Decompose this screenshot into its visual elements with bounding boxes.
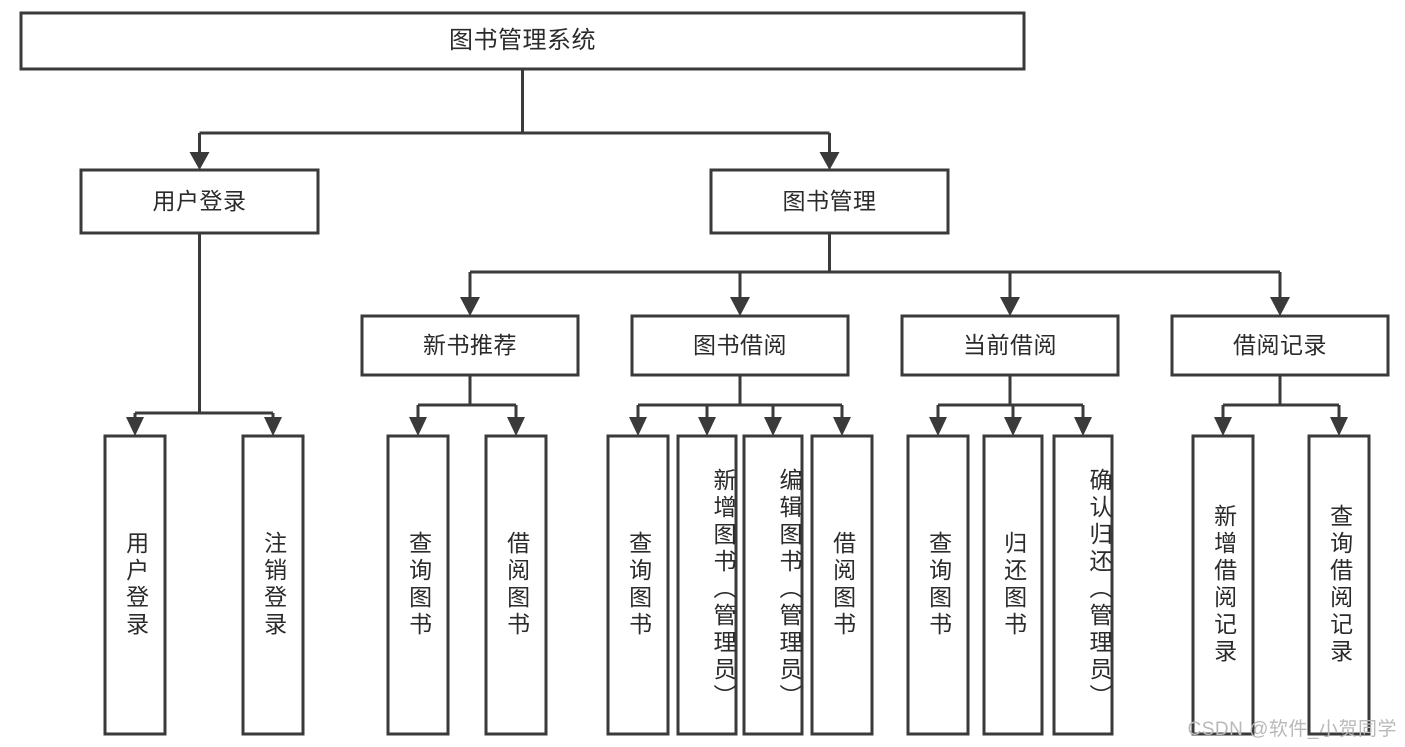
arrowhead-leaf-borrow-add-book bbox=[698, 417, 716, 436]
arrowhead-leaf-borrow-edit-book bbox=[764, 417, 782, 436]
connector-group-current-leaves bbox=[929, 375, 1092, 436]
node-box-leaf-record-add[interactable] bbox=[1191, 434, 1255, 736]
node-box-borrow-record[interactable] bbox=[1170, 314, 1390, 377]
node-box-leaf-rec-borrow-book[interactable] bbox=[484, 434, 548, 736]
arrowhead-leaf-user-logout bbox=[264, 417, 282, 436]
connector-group-book-management bbox=[460, 233, 1290, 316]
node-box-leaf-rec-query-book[interactable] bbox=[386, 434, 450, 736]
arrowhead-borrow-record bbox=[1270, 297, 1290, 316]
node-box-leaf-borrow-query-book[interactable] bbox=[606, 434, 670, 736]
node-box-current-borrow[interactable] bbox=[900, 314, 1120, 377]
arrowhead-leaf-current-query-book bbox=[929, 417, 947, 436]
connector-group-user-login-leaves bbox=[126, 233, 282, 436]
node-box-new-book-recommend[interactable] bbox=[360, 314, 580, 377]
node-box-leaf-borrow-add-book[interactable] bbox=[676, 434, 738, 736]
arrowhead-new-book-recommend bbox=[460, 297, 480, 316]
connector-group-recommend-leaves bbox=[409, 375, 525, 436]
connector-group-root bbox=[189, 69, 840, 170]
arrowhead-leaf-rec-borrow-book bbox=[507, 417, 525, 436]
arrowhead-current-borrow bbox=[1000, 297, 1020, 316]
node-box-book-management[interactable] bbox=[709, 168, 950, 235]
node-box-leaf-current-query-book[interactable] bbox=[906, 434, 970, 736]
arrowhead-leaf-record-add bbox=[1214, 417, 1232, 436]
node-box-leaf-current-return-book[interactable] bbox=[982, 434, 1044, 736]
node-box-leaf-record-query[interactable] bbox=[1307, 434, 1371, 736]
node-box-user-login[interactable] bbox=[79, 168, 320, 235]
arrowhead-leaf-borrow-query-book bbox=[629, 417, 647, 436]
node-box-leaf-user-logout[interactable] bbox=[241, 434, 305, 736]
arrowhead-leaf-record-query bbox=[1330, 417, 1348, 436]
node-box-leaf-current-confirm-return[interactable] bbox=[1052, 434, 1114, 736]
watermark-text: CSDN @软件_小贺同学 bbox=[1187, 719, 1397, 740]
arrowhead-user-login bbox=[189, 152, 210, 170]
arrowhead-book-borrow bbox=[730, 297, 750, 316]
arrowhead-leaf-current-return-book bbox=[1004, 417, 1022, 436]
node-box-leaf-user-login[interactable] bbox=[103, 434, 167, 736]
node-box-root[interactable] bbox=[19, 11, 1026, 71]
arrowhead-leaf-user-login bbox=[126, 417, 144, 436]
arrowhead-leaf-current-confirm-return bbox=[1074, 417, 1092, 436]
node-box-leaf-borrow-lend-book[interactable] bbox=[810, 434, 874, 736]
node-box-book-borrow[interactable] bbox=[630, 314, 850, 377]
arrowhead-book-management bbox=[819, 152, 840, 170]
connector-group-record-leaves bbox=[1214, 375, 1348, 436]
arrowhead-leaf-borrow-lend-book bbox=[833, 417, 851, 436]
node-box-leaf-borrow-edit-book[interactable] bbox=[742, 434, 804, 736]
connector-group-borrow-leaves bbox=[629, 375, 851, 436]
arrowhead-leaf-rec-query-book bbox=[409, 417, 427, 436]
